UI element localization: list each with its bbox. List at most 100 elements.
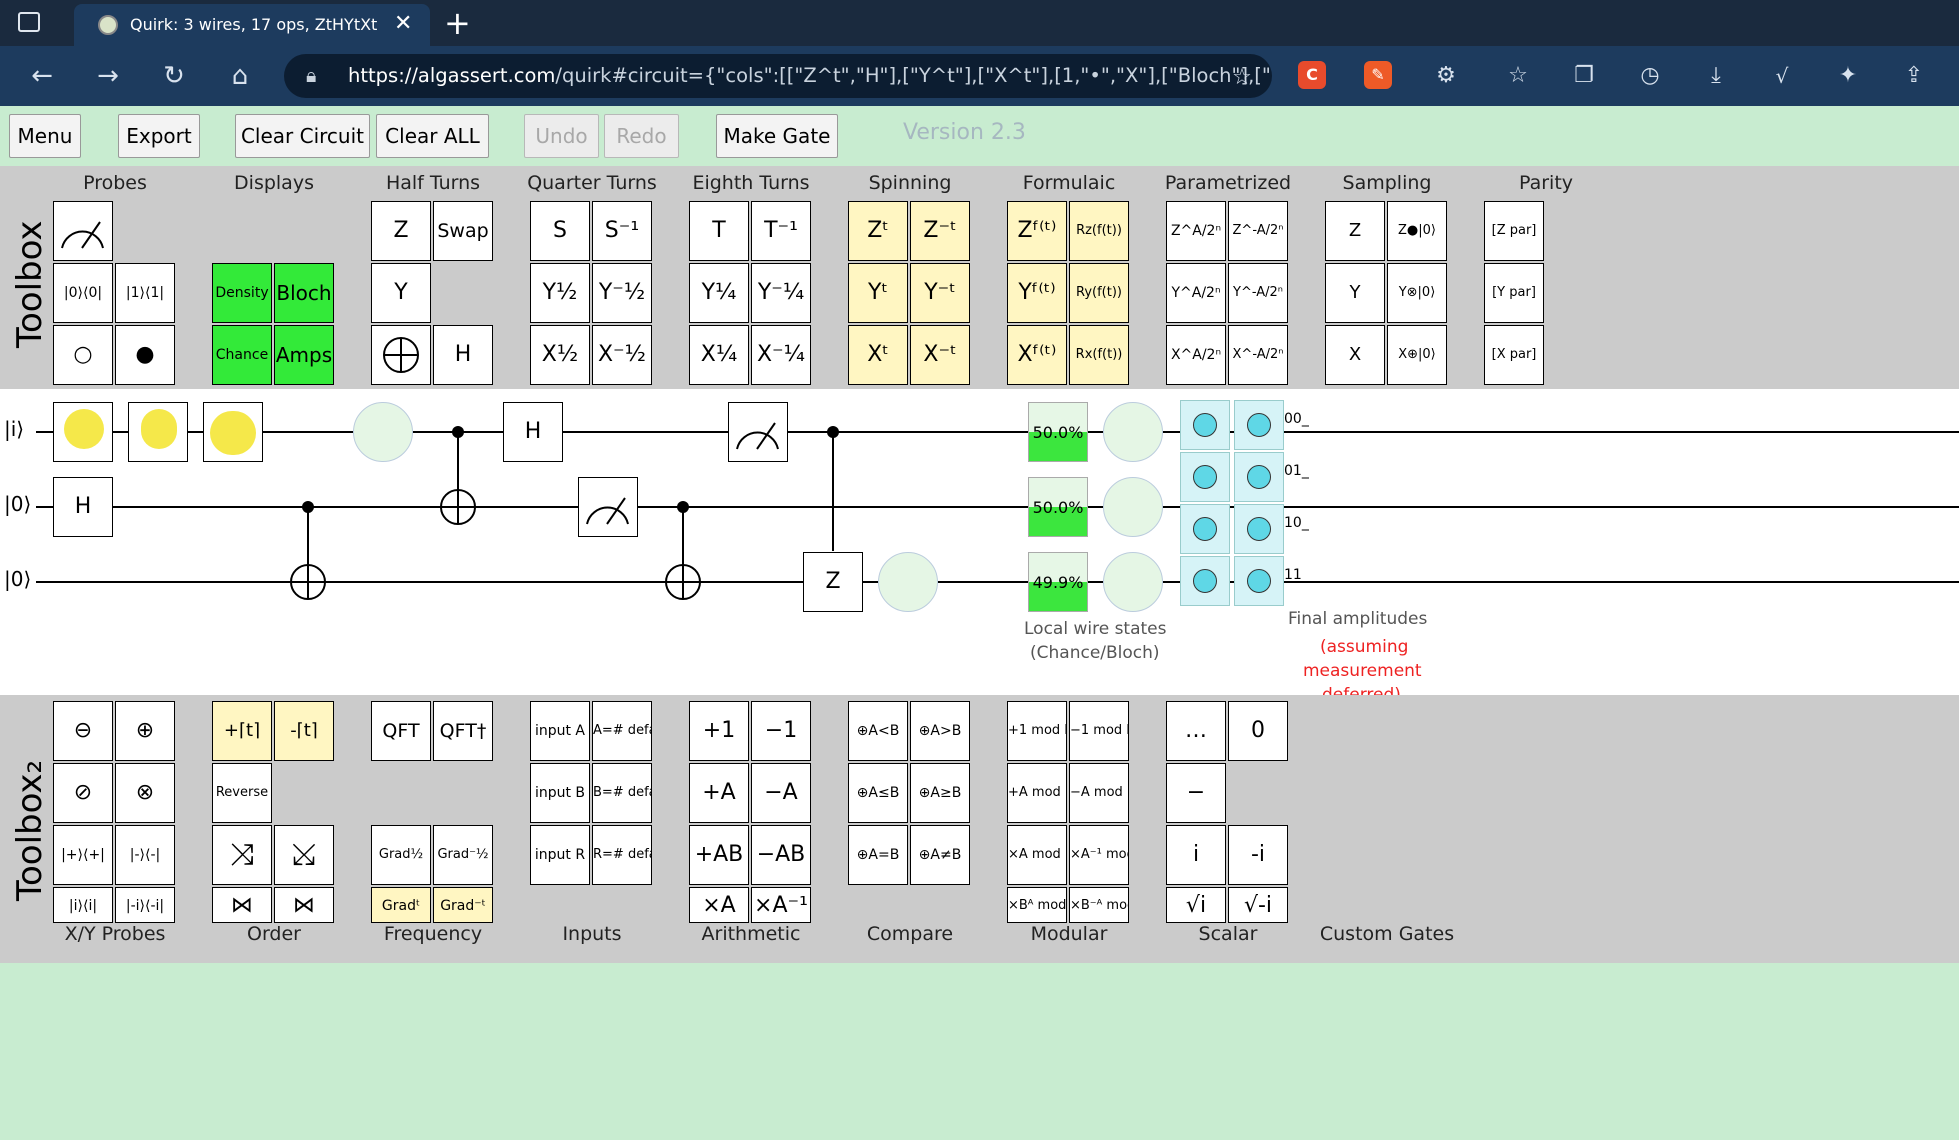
back-icon[interactable]: ← — [31, 61, 53, 91]
increment-gate[interactable]: +1 — [689, 701, 749, 761]
multiply-a-gate[interactable]: ×A — [689, 887, 749, 923]
zero-gate[interactable]: 0 — [1228, 701, 1288, 761]
menu-button[interactable]: Menu — [9, 114, 81, 158]
cnot-target[interactable] — [665, 564, 701, 600]
extension-tool-icon[interactable]: ✎ — [1364, 61, 1392, 89]
circuit-measure-wire1[interactable] — [578, 477, 638, 537]
reload-icon[interactable]: ↻ — [163, 61, 185, 91]
close-tab-icon[interactable]: ✕ — [394, 11, 413, 36]
postselect-0-gate[interactable]: |0⟩⟨0| — [53, 263, 113, 323]
subtract-a-gate[interactable]: −A — [751, 763, 811, 823]
chance-display-wire0[interactable]: 50.0% — [1028, 402, 1088, 462]
circuit-measure-wire0[interactable] — [728, 402, 788, 462]
downloads-icon[interactable]: ⤓ — [1711, 63, 1721, 88]
undo-button[interactable]: Undo — [524, 114, 599, 158]
bloch-local-wire2[interactable] — [1103, 552, 1163, 612]
rotate-bits-back-gate[interactable]: ⋈ — [274, 887, 334, 923]
chance-display-wire1[interactable]: 50.0% — [1028, 477, 1088, 537]
grad-t-gate[interactable]: Gradᵗ — [371, 887, 431, 923]
x-a-gate[interactable]: X^A/2ⁿ — [1166, 325, 1226, 385]
x-parity-gate[interactable]: [X par] — [1484, 325, 1544, 385]
favorite-add-icon[interactable]: ☆ — [1232, 65, 1252, 90]
x-sample-gate[interactable]: X — [1325, 325, 1385, 385]
circuit-z-gate[interactable]: Z — [803, 552, 863, 612]
s-gate[interactable]: S — [530, 201, 590, 261]
add-ab-gate[interactable]: +AB — [689, 825, 749, 885]
chance-display[interactable]: Chance — [212, 325, 272, 385]
x-half-gate[interactable]: X½ — [530, 325, 590, 385]
spacer-gate[interactable]: … — [1166, 701, 1226, 761]
grad-minus-t-gate[interactable]: Grad⁻ᵗ — [433, 887, 493, 923]
x-quarter-gate[interactable]: X¼ — [689, 325, 749, 385]
deinterleave-gate[interactable]: ⤩ — [274, 825, 334, 885]
sqrt-minus-i-gate[interactable]: √-i — [1228, 887, 1288, 923]
favorites-icon[interactable]: ☆ — [1508, 63, 1528, 88]
y-detect-gate[interactable]: Y⊗|0⟩ — [1387, 263, 1447, 323]
postselect-minus-gate[interactable]: |-⟩⟨-| — [115, 825, 175, 885]
bloch-display-wire2[interactable] — [878, 552, 938, 612]
postselect-i-gate[interactable]: |i⟩⟨i| — [53, 887, 113, 923]
collections-icon[interactable]: ❐ — [1574, 63, 1594, 88]
measure-gate[interactable] — [53, 201, 113, 261]
z-minus-t-gate[interactable]: Z⁻ᵗ — [910, 201, 970, 261]
url-field[interactable]: 🔒︎ https://algassert.com/quirk#circuit={… — [284, 54, 1272, 98]
x-gate[interactable] — [371, 325, 431, 385]
interleave-gate[interactable]: ⤨ — [212, 825, 272, 885]
reverse-bits-gate[interactable]: Reverse — [212, 763, 272, 823]
export-button[interactable]: Export — [118, 114, 200, 158]
set-b-default-gate[interactable]: B=# default — [592, 763, 652, 823]
input-b-gate[interactable]: input B — [530, 763, 590, 823]
cnot-target[interactable] — [440, 489, 476, 525]
circuit-z-t-gate[interactable] — [53, 402, 113, 462]
control-gate[interactable]: ● — [115, 325, 175, 385]
z-a-gate[interactable]: Z^A/2ⁿ — [1166, 201, 1226, 261]
y-quarter-gate[interactable]: Y¼ — [689, 263, 749, 323]
x-minus-half-gate[interactable]: X⁻½ — [592, 325, 652, 385]
clear-all-button[interactable]: Clear ALL — [376, 114, 489, 158]
x-probe-plus-gate[interactable]: ⊕ — [115, 701, 175, 761]
z-t-gate[interactable]: Zᵗ — [848, 201, 908, 261]
negate-gate[interactable]: − — [1166, 763, 1226, 823]
bloch-local-wire0[interactable] — [1103, 402, 1163, 462]
y-half-gate[interactable]: Y½ — [530, 263, 590, 323]
share-icon[interactable]: ⇪ — [1904, 63, 1924, 88]
anti-control-gate[interactable]: ○ — [53, 325, 113, 385]
h-gate[interactable]: H — [433, 325, 493, 385]
bloch-display-wire0[interactable] — [353, 402, 413, 462]
circuit-h-gate-wire0[interactable]: H — [503, 402, 563, 462]
set-r-default-gate[interactable]: R=# default — [592, 825, 652, 885]
redo-button[interactable]: Redo — [604, 114, 679, 158]
multiply-b-pow-a-mod-gate[interactable]: ×Bᴬ mod R — [1007, 887, 1067, 923]
y-minus-quarter-gate[interactable]: Y⁻¼ — [751, 263, 811, 323]
qft-inverse-gate[interactable]: QFT† — [433, 701, 493, 761]
t-inverse-gate[interactable]: T⁻¹ — [751, 201, 811, 261]
set-a-default-gate[interactable]: A=# default — [592, 701, 652, 761]
subtract-ab-gate[interactable]: −AB — [751, 825, 811, 885]
x-minus-a-gate[interactable]: X^-A/2ⁿ — [1228, 325, 1288, 385]
compare-less-gate[interactable]: ⊕A<B — [848, 701, 908, 761]
x-minus-t-gate[interactable]: X⁻ᵗ — [910, 325, 970, 385]
x-probe-minus-gate[interactable]: ⊖ — [53, 701, 113, 761]
wire-1-input[interactable]: |0⟩ — [4, 492, 32, 516]
postselect-minus-i-gate[interactable]: |-i⟩⟨-i| — [115, 887, 175, 923]
z-ft-gate[interactable]: Zᶠ⁽ᵗ⁾ — [1007, 201, 1067, 261]
y-sample-gate[interactable]: Y — [1325, 263, 1385, 323]
home-icon[interactable]: ⌂ — [231, 61, 249, 91]
y-minus-a-gate[interactable]: Y^-A/2ⁿ — [1228, 263, 1288, 323]
y-probe-plus-gate[interactable]: ⊗ — [115, 763, 175, 823]
z-minus-a-gate[interactable]: Z^-A/2ⁿ — [1228, 201, 1288, 261]
compare-less-equal-gate[interactable]: ⊕A≤B — [848, 763, 908, 823]
x-detect-gate[interactable]: X⊕|0⟩ — [1387, 325, 1447, 385]
multiply-a-mod-gate[interactable]: ×A mod R — [1007, 825, 1067, 885]
y-minus-t-gate[interactable]: Y⁻ᵗ — [910, 263, 970, 323]
bloch-display[interactable]: Bloch — [274, 263, 334, 323]
compare-equal-gate[interactable]: ⊕A=B — [848, 825, 908, 885]
copilot-icon[interactable]: ✦ — [1838, 63, 1858, 88]
ry-ft-gate[interactable]: Ry(f(t)) — [1069, 263, 1129, 323]
rx-ft-gate[interactable]: Rx(f(t)) — [1069, 325, 1129, 385]
input-a-gate[interactable]: input A — [530, 701, 590, 761]
extensions-icon[interactable]: ⚙ — [1436, 63, 1456, 88]
y-a-gate[interactable]: Y^A/2ⁿ — [1166, 263, 1226, 323]
grad-minus-half-gate[interactable]: Grad⁻½ — [433, 825, 493, 885]
y-parity-gate[interactable]: [Y par] — [1484, 263, 1544, 323]
